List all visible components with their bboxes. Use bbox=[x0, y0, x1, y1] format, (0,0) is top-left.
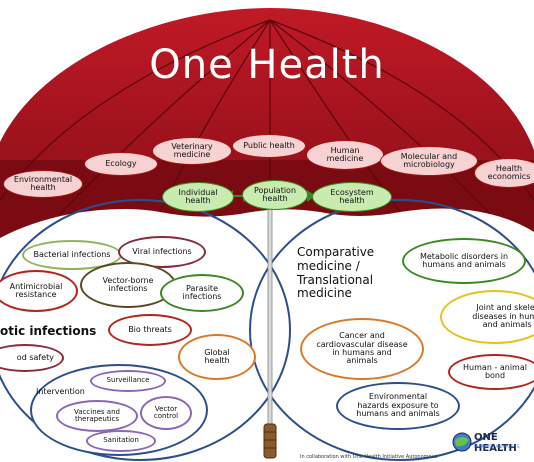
oval-bacterial-infections: Bacterial infections bbox=[22, 240, 122, 270]
oval-metabolic-disorders: Metabolic disorders in humans and animal… bbox=[402, 238, 526, 284]
pill-molecular-microbiology: Molecular and microbiology bbox=[380, 146, 478, 176]
collaboration-note: In collaboration with One Health Initiat… bbox=[300, 454, 438, 460]
oval-environmental-hazards: Environmental hazards exposure to humans… bbox=[336, 382, 460, 430]
pill-environmental-health: Environmental health bbox=[3, 170, 83, 198]
pill-ecology: Ecology bbox=[84, 152, 158, 176]
oval-cancer-cardiovascular: Cancer and cardiovascular disease in hum… bbox=[300, 318, 424, 380]
page-title: One Health bbox=[149, 42, 385, 88]
umbrella-handle bbox=[263, 423, 277, 459]
pill-health-economics: Health economics bbox=[474, 158, 534, 188]
right-circle bbox=[249, 199, 534, 461]
left-circle bbox=[0, 199, 291, 461]
label-comparative-medicine: Comparative medicine / Translational med… bbox=[297, 245, 375, 301]
green-ecosystem-health: Ecosystem health bbox=[312, 182, 392, 212]
logo-one-health: ONE HEALTH bbox=[474, 432, 517, 454]
pill-public-health: Public health bbox=[232, 134, 306, 158]
label-zoonotic-infections: otic infections bbox=[0, 323, 97, 338]
green-population-health: Population health bbox=[242, 180, 308, 210]
oval-parasite-infections: Parasite infections bbox=[160, 274, 244, 312]
umbrella-shaft bbox=[267, 199, 273, 431]
oval-bio-threats: Bio threats bbox=[108, 314, 192, 346]
label-intervention: Intervention bbox=[36, 386, 85, 396]
oval-joint-skeletal: Joint and skelet diseases in huma and an… bbox=[440, 290, 534, 344]
oval-food-safety: od safety bbox=[0, 344, 64, 372]
logo-tagline: HUMANS | ANIMALS | E bbox=[474, 444, 520, 449]
oval-surveillance: Surveillance bbox=[90, 370, 166, 392]
oval-vaccines-therapeutics: Vaccines and therapeutics bbox=[56, 400, 138, 432]
oval-sanitation: Sanitation bbox=[86, 430, 156, 452]
oval-human-animal-bond: Human - animal bond bbox=[448, 354, 534, 390]
oval-vector-control: Vector control bbox=[140, 396, 192, 430]
pill-human-medicine: Human medicine bbox=[306, 140, 384, 170]
oval-antimicrobial-resistance: Antimicrobial resistance bbox=[0, 270, 78, 312]
oval-global-health: Global health bbox=[178, 334, 256, 380]
oval-vector-borne-infections: Vector-borne infections bbox=[80, 262, 176, 308]
green-individual-health: Individual health bbox=[162, 182, 234, 212]
pill-veterinary-medicine: Veterinary medicine bbox=[152, 137, 232, 165]
